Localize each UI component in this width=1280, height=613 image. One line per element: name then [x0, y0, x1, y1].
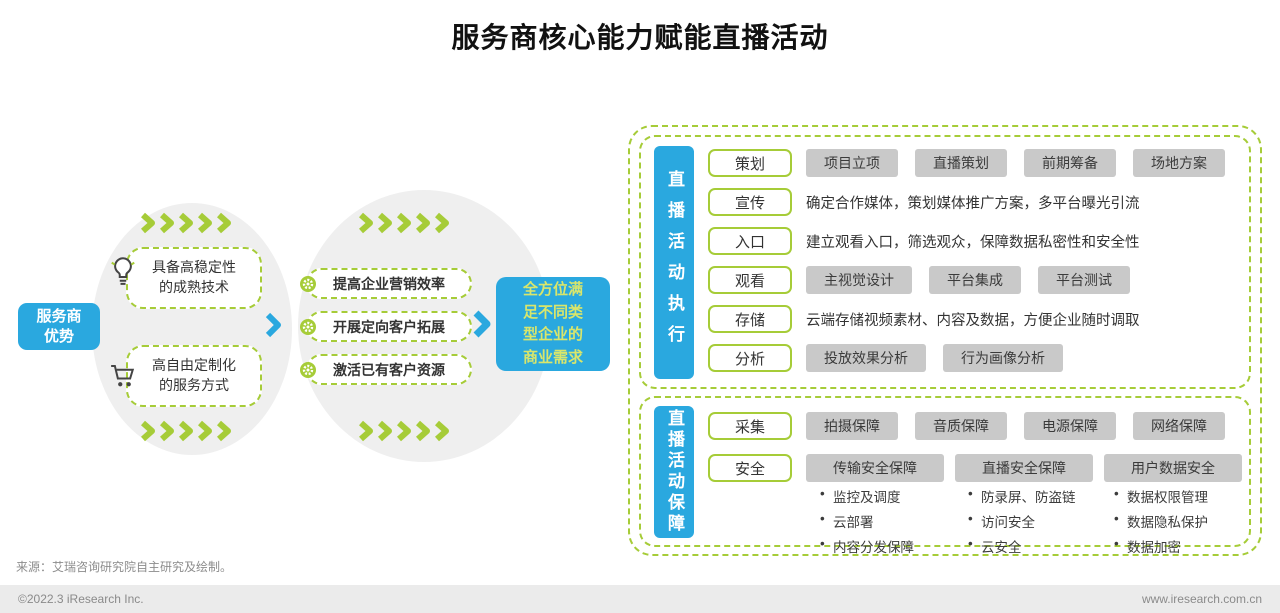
gear-icon [300, 275, 316, 292]
benefit-text: 开展定向客户拓展 [333, 318, 445, 335]
copyright-text: ©2022.3 iResearch Inc. [18, 592, 144, 606]
bullet-item: 防录屏、防盗链 [966, 486, 1076, 506]
item-chip: 传输安全保障 [806, 454, 944, 482]
chevron-train-icon [141, 212, 231, 234]
stage-chip: 策划 [708, 149, 792, 177]
benefit-card: 开展定向客户拓展 [300, 311, 472, 342]
bullet-item: 云部署 [818, 511, 914, 531]
advantage-text: 高自由定制化的服务方式 [152, 357, 236, 393]
bullet-column: 数据权限管理 数据隐私保护 数据加密 [1112, 486, 1208, 556]
bullet-item: 内容分发保障 [818, 536, 914, 556]
item-chip: 场地方案 [1133, 149, 1225, 177]
execution-row: 宣传 确定合作媒体，策划媒体推广方案，多平台曝光引流 [708, 188, 1242, 216]
stage-chip: 安全 [708, 454, 792, 482]
capability-panel [628, 125, 1262, 556]
bullet-column: 监控及调度 云部署 内容分发保障 [818, 486, 914, 556]
benefit-text: 激活已有客户资源 [333, 361, 445, 378]
guarantee-tab: 直播活动保障 [654, 406, 694, 538]
page-title: 服务商核心能力赋能直播活动 [451, 22, 829, 53]
advantage-card: 具备高稳定性的成熟技术 [111, 247, 262, 309]
item-chip: 平台测试 [1038, 266, 1130, 294]
row-description: 建立观看入口，筛选观众，保障数据私密性和安全性 [806, 234, 1140, 251]
stage-chip: 观看 [708, 266, 792, 294]
item-chip: 拍摄保障 [806, 412, 898, 440]
item-chip: 项目立项 [806, 149, 898, 177]
bullet-column: 防录屏、防盗链 访问安全 云安全 [966, 486, 1076, 556]
item-chip: 前期筹备 [1024, 149, 1116, 177]
outcome-card: 全方位满足不同类型企业的商业需求 [496, 277, 610, 371]
execution-row: 策划 项目立项 直播策划 前期筹备 场地方案 [708, 149, 1242, 177]
stage-chip: 入口 [708, 227, 792, 255]
execution-row: 分析 投放效果分析 行为画像分析 [708, 344, 1242, 372]
guarantee-rows: 采集 拍摄保障 音质保障 电源保障 网络保障 安全 传输安全保障 直播安全保障 … [708, 412, 1253, 482]
item-chip: 用户数据安全 [1104, 454, 1242, 482]
benefit-card: 提高企业营销效率 [300, 268, 472, 299]
execution-rows: 策划 项目立项 直播策划 前期筹备 场地方案 宣传 确定合作媒体，策划媒体推广方… [708, 149, 1242, 372]
stage-chip: 采集 [708, 412, 792, 440]
advantage-card: 高自由定制化的服务方式 [111, 345, 262, 407]
row-description: 确定合作媒体，策划媒体推广方案，多平台曝光引流 [806, 195, 1140, 212]
bullet-item: 数据加密 [1112, 536, 1208, 556]
bullet-item: 监控及调度 [818, 486, 914, 506]
guarantee-row: 安全 传输安全保障 直播安全保障 用户数据安全 [708, 454, 1253, 482]
guarantee-panel [639, 396, 1251, 547]
provider-advantage-label: 服务商优势 [18, 303, 100, 350]
chevron-train-icon [359, 212, 449, 234]
cart-icon [111, 365, 135, 387]
row-description: 云端存储视频素材、内容及数据，方便企业随时调取 [806, 312, 1140, 329]
bullet-item: 数据权限管理 [1112, 486, 1208, 506]
execution-tab: 直播活动执行 [654, 146, 694, 379]
execution-panel [639, 135, 1251, 389]
chevron-train-icon [141, 420, 231, 442]
chevron-train-icon [359, 420, 449, 442]
execution-row: 观看 主视觉设计 平台集成 平台测试 [708, 266, 1242, 294]
stage-chip: 存储 [708, 305, 792, 333]
background-circle-left [92, 203, 292, 455]
chevron-right-icon [265, 312, 281, 338]
item-chip: 投放效果分析 [806, 344, 926, 372]
website-text: www.iresearch.com.cn [1141, 592, 1262, 606]
benefit-card: 激活已有客户资源 [300, 354, 472, 385]
item-chip: 网络保障 [1133, 412, 1225, 440]
gear-icon [300, 318, 316, 335]
gear-icon [300, 361, 316, 378]
source-note: 来源：艾瑞咨询研究院自主研究及绘制。 [16, 560, 233, 574]
item-chip: 电源保障 [1024, 412, 1116, 440]
stage-chip: 宣传 [708, 188, 792, 216]
item-chip: 直播策划 [915, 149, 1007, 177]
footer-bar: ©2022.3 iResearch Inc. www.iresearch.com… [0, 585, 1280, 613]
bullet-item: 云安全 [966, 536, 1076, 556]
execution-row: 存储 云端存储视频素材、内容及数据，方便企业随时调取 [708, 305, 1242, 333]
item-chip: 音质保障 [915, 412, 1007, 440]
chevron-right-icon [473, 310, 491, 338]
item-chip: 平台集成 [929, 266, 1021, 294]
item-chip: 行为画像分析 [943, 344, 1063, 372]
bullet-item: 数据隐私保护 [1112, 511, 1208, 531]
bullet-item: 访问安全 [966, 511, 1076, 531]
item-chip: 主视觉设计 [806, 266, 912, 294]
advantage-text: 具备高稳定性的成熟技术 [152, 259, 236, 295]
execution-row: 入口 建立观看入口，筛选观众，保障数据私密性和安全性 [708, 227, 1242, 255]
benefit-text: 提高企业营销效率 [333, 275, 445, 292]
guarantee-row: 采集 拍摄保障 音质保障 电源保障 网络保障 [708, 412, 1253, 440]
stage-chip: 分析 [708, 344, 792, 372]
item-chip: 直播安全保障 [955, 454, 1093, 482]
lightbulb-icon [111, 257, 135, 285]
